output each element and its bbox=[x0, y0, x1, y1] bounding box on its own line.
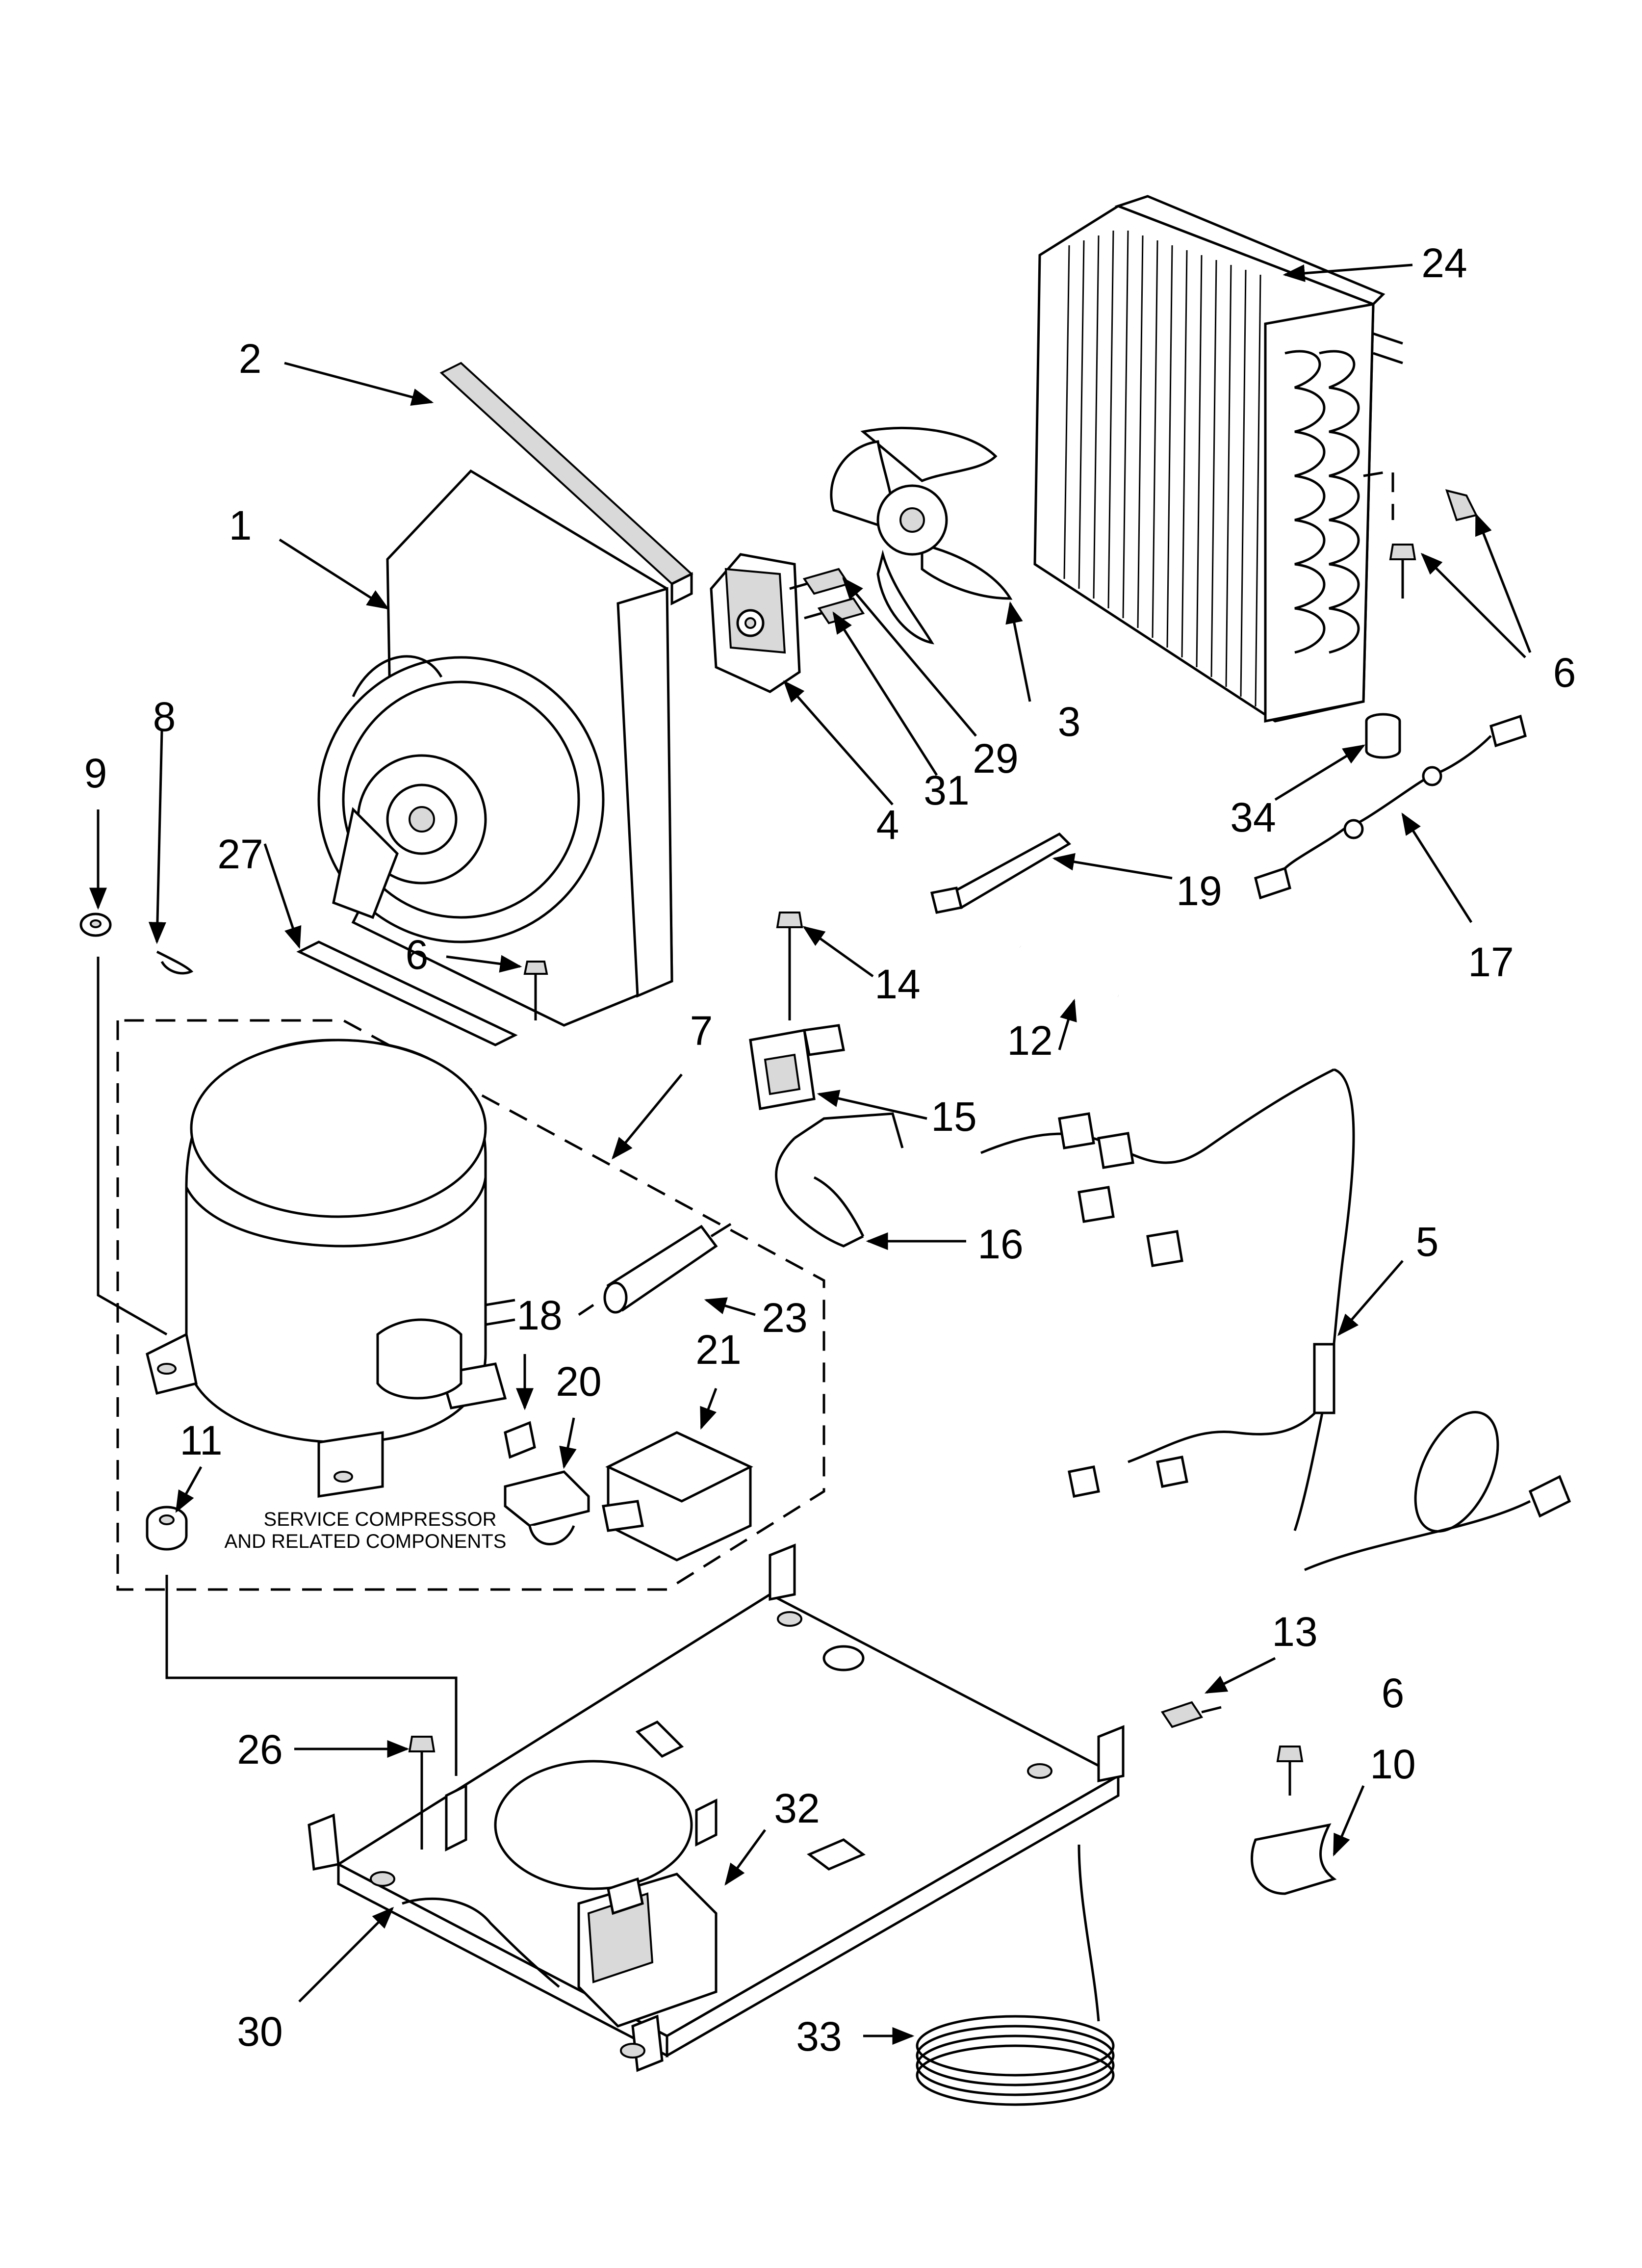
callout-leaders bbox=[89, 263, 1532, 2045]
callout-12: 12 bbox=[1007, 1017, 1052, 1064]
callout-labels: 1 2 3 4 5 6 6 6 7 8 9 10 11 12 13 14 15 … bbox=[84, 240, 1576, 2059]
overload-part bbox=[504, 1421, 536, 1459]
tube-part bbox=[1019, 945, 1119, 997]
callout-21: 21 bbox=[695, 1327, 741, 1373]
callout-7: 7 bbox=[690, 1008, 713, 1054]
callout-13: 13 bbox=[1272, 1609, 1317, 1655]
callout-16: 16 bbox=[977, 1221, 1023, 1267]
drain-tube-part bbox=[402, 1897, 560, 1988]
callout-30: 30 bbox=[237, 2008, 282, 2055]
callout-6-condenser: 6 bbox=[1553, 650, 1576, 696]
service-boundary bbox=[116, 1019, 825, 1591]
callout-14: 14 bbox=[874, 961, 920, 1007]
callout-2: 2 bbox=[239, 336, 262, 382]
drier-part bbox=[578, 1223, 732, 1316]
compressor-part bbox=[146, 1039, 515, 1498]
fan-blade-part bbox=[830, 426, 1013, 645]
bracket-part bbox=[775, 1112, 904, 1248]
relay-cover-part bbox=[602, 1431, 753, 1562]
fan-shroud-part bbox=[317, 469, 673, 1027]
screw-part-13 bbox=[1160, 1701, 1222, 1728]
callout-5: 5 bbox=[1416, 1219, 1439, 1265]
callout-15: 15 bbox=[931, 1094, 976, 1140]
leader-line-9 bbox=[97, 957, 168, 1336]
valve-coil-part bbox=[749, 1024, 845, 1110]
callout-3: 3 bbox=[1058, 699, 1081, 745]
motor-screws-part bbox=[789, 568, 865, 625]
callout-33: 33 bbox=[796, 2013, 842, 2059]
screw-part-26 bbox=[408, 1736, 436, 1850]
condenser-part bbox=[1033, 195, 1403, 723]
condenser-fins bbox=[1063, 230, 1261, 707]
callout-34: 34 bbox=[1230, 794, 1276, 840]
base-pan-part bbox=[308, 1543, 1125, 2072]
grommet-part bbox=[146, 1506, 188, 1551]
grommet-part-9 bbox=[79, 912, 112, 937]
capacitor-part bbox=[1365, 713, 1401, 759]
screw-part bbox=[523, 961, 548, 1020]
callout-24: 24 bbox=[1421, 240, 1467, 286]
main-harness-part bbox=[980, 1068, 1355, 1531]
mount-leader-11 bbox=[165, 1575, 458, 1776]
condenser-screws-part bbox=[1389, 489, 1478, 599]
callout-18: 18 bbox=[516, 1292, 562, 1338]
wire-harness-part bbox=[1254, 714, 1527, 900]
relay-part bbox=[504, 1470, 590, 1545]
callout-17: 17 bbox=[1468, 939, 1514, 985]
callout-6-base: 6 bbox=[1382, 1670, 1405, 1716]
water-valve-part bbox=[577, 1873, 718, 2028]
power-cord-part bbox=[1304, 1411, 1571, 1571]
coiled-tube-part bbox=[916, 1844, 1115, 2106]
callout-31: 31 bbox=[924, 767, 969, 813]
fan-motor-part bbox=[710, 553, 801, 693]
service-note: SERVICE COMPRESSOR AND RELATED COMPONENT… bbox=[225, 1509, 507, 1552]
shroud-plate-part bbox=[296, 940, 518, 1046]
callout-26: 26 bbox=[237, 1726, 282, 1773]
callout-23: 23 bbox=[762, 1295, 807, 1341]
callout-10: 10 bbox=[1370, 1741, 1415, 1787]
clip-part bbox=[156, 950, 194, 975]
service-note-line2: AND RELATED COMPONENTS bbox=[225, 1531, 507, 1552]
callout-32: 32 bbox=[774, 1785, 820, 1831]
callout-8: 8 bbox=[153, 694, 176, 740]
callout-20: 20 bbox=[556, 1358, 601, 1405]
service-note-line1: SERVICE COMPRESSOR bbox=[264, 1509, 497, 1530]
callout-4: 4 bbox=[876, 802, 899, 848]
cable-tie-part bbox=[930, 832, 1072, 914]
callout-11: 11 bbox=[180, 1417, 222, 1463]
screw-part-6-lower bbox=[1276, 1746, 1304, 1796]
screw-part-14 bbox=[776, 912, 803, 1020]
callout-27: 27 bbox=[217, 831, 263, 877]
callout-1: 1 bbox=[229, 502, 252, 548]
gasket-strip-part bbox=[439, 362, 693, 606]
clamp-part bbox=[1251, 1823, 1337, 1895]
callout-9: 9 bbox=[84, 750, 107, 796]
callout-6-shroud: 6 bbox=[406, 932, 429, 978]
callout-29: 29 bbox=[973, 735, 1018, 782]
callout-19: 19 bbox=[1176, 868, 1222, 914]
